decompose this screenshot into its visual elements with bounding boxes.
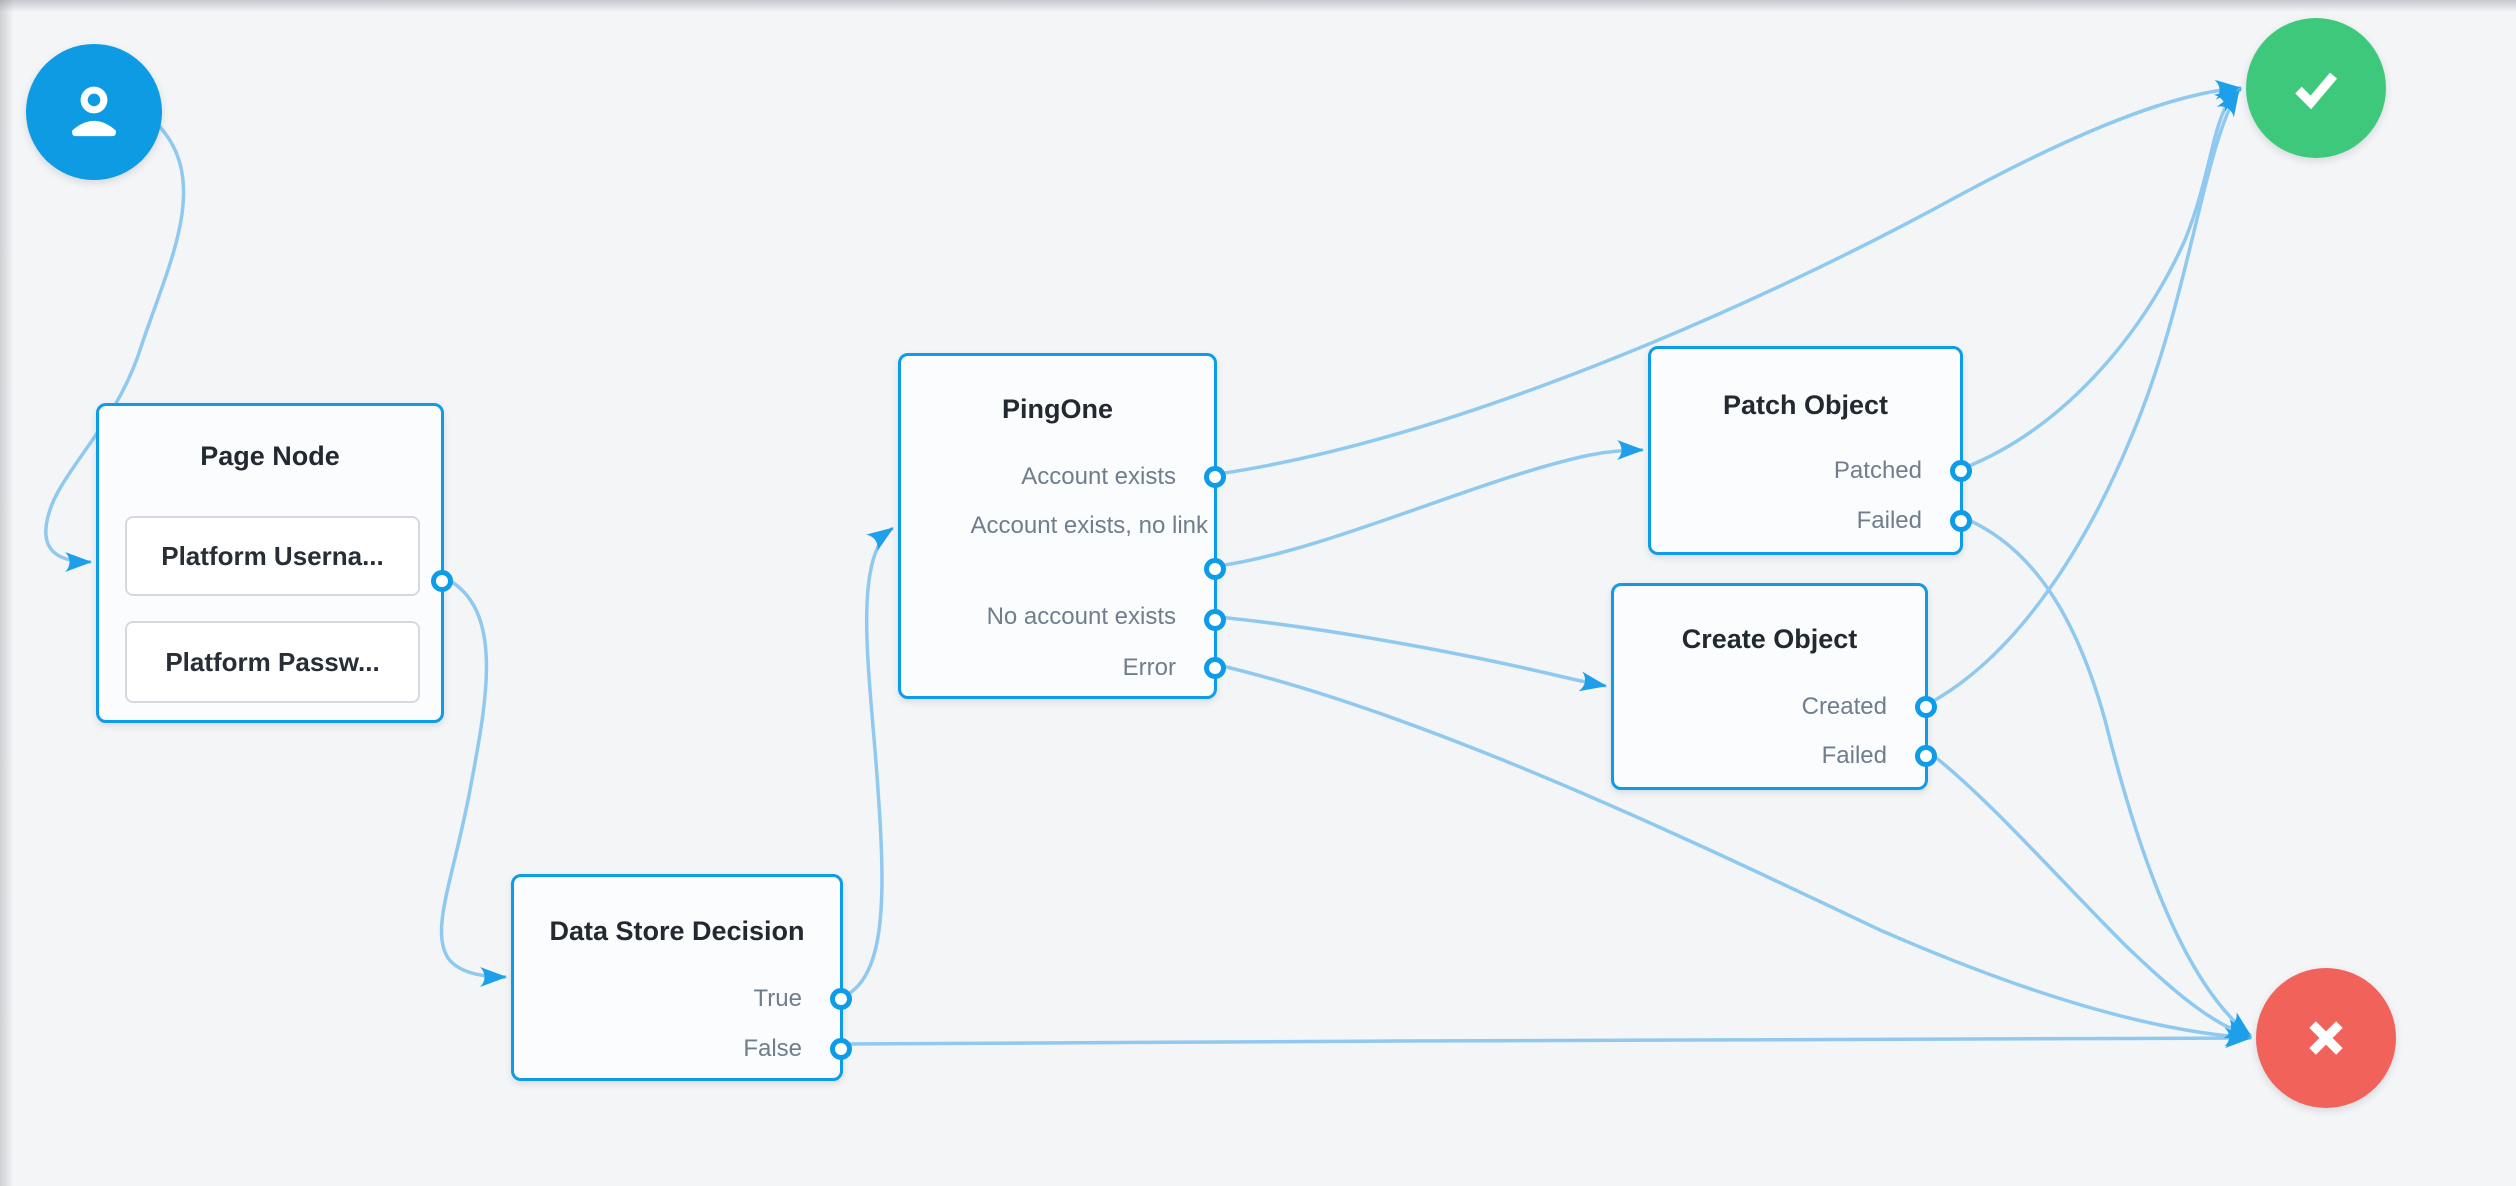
data-store-decision-title: Data Store Decision [549,916,805,946]
output-label-error: Error [1122,654,1176,681]
pingone-title: PingOne [1001,394,1113,424]
edge-create-failed-to-failure[interactable] [1928,751,2252,1039]
edge-patch-failed-to-failure[interactable] [1963,516,2253,1038]
output-label-true: True [753,985,802,1012]
output-port-create-failed[interactable] [1915,745,1937,767]
output-port-false[interactable] [830,1038,852,1060]
page-node-title: Page Node [200,441,340,471]
edge-dsd-false-to-failure[interactable] [844,1028,2252,1049]
failure-end-node[interactable] [2256,968,2396,1108]
output-port-patched[interactable] [1950,460,1972,482]
output-port-account-exists[interactable] [1204,466,1226,488]
edge-pingone-no-link-to-patch-object[interactable] [1217,440,1644,568]
output-label-account-exists: Account exists [1021,463,1176,490]
edge-page-node-to-data-store-decision[interactable] [439,576,507,987]
field-platform-password[interactable]: Platform Passw... [125,621,420,703]
edge-create-created-to-success[interactable] [1927,89,2241,706]
edge-pingone-account-exists-to-success[interactable] [1217,79,2242,476]
output-label-patch-failed: Failed [1856,507,1922,534]
data-store-decision-node[interactable]: Data Store Decision True False [511,874,852,1081]
x-icon [2309,1021,2343,1055]
edge-dsd-true-to-pingone[interactable] [844,526,895,998]
output-label-created: Created [1801,693,1887,720]
start-node[interactable] [26,44,162,180]
output-port-created[interactable] [1915,696,1937,718]
success-end-node[interactable] [2246,18,2386,158]
output-label-account-exists-no-link: Account exists, no link [970,512,1208,539]
output-label-create-failed: Failed [1821,742,1887,769]
edge-patch-patched-to-success[interactable] [1963,87,2243,470]
user-icon [72,86,116,137]
output-label-no-account-exists: No account exists [986,603,1176,630]
field-platform-username[interactable]: Platform Userna... [125,516,420,596]
output-label-false: False [743,1035,802,1062]
edge-pingone-no-account-to-create-object[interactable] [1217,615,1607,692]
create-object-node[interactable]: Create Object Created Failed [1611,583,1937,790]
output-port-patch-failed[interactable] [1950,510,1972,532]
page-node[interactable]: Page Node Platform Userna... Platform Pa… [96,403,453,723]
patch-object-node[interactable]: Patch Object Patched Failed [1648,346,1972,555]
edge-pingone-error-to-failure[interactable] [1217,663,2252,1047]
page-node-output-port[interactable] [431,570,453,592]
patch-object-title: Patch Object [1722,390,1889,420]
create-object-title: Create Object [1681,624,1858,654]
output-port-true[interactable] [830,988,852,1010]
output-port-no-account-exists[interactable] [1204,609,1226,631]
check-icon [2295,72,2338,110]
pingone-node[interactable]: PingOne Account exists Account exists, n… [898,353,1226,699]
output-port-account-exists-no-link[interactable] [1204,558,1226,580]
output-port-error[interactable] [1204,657,1226,679]
output-label-patched: Patched [1833,457,1922,484]
